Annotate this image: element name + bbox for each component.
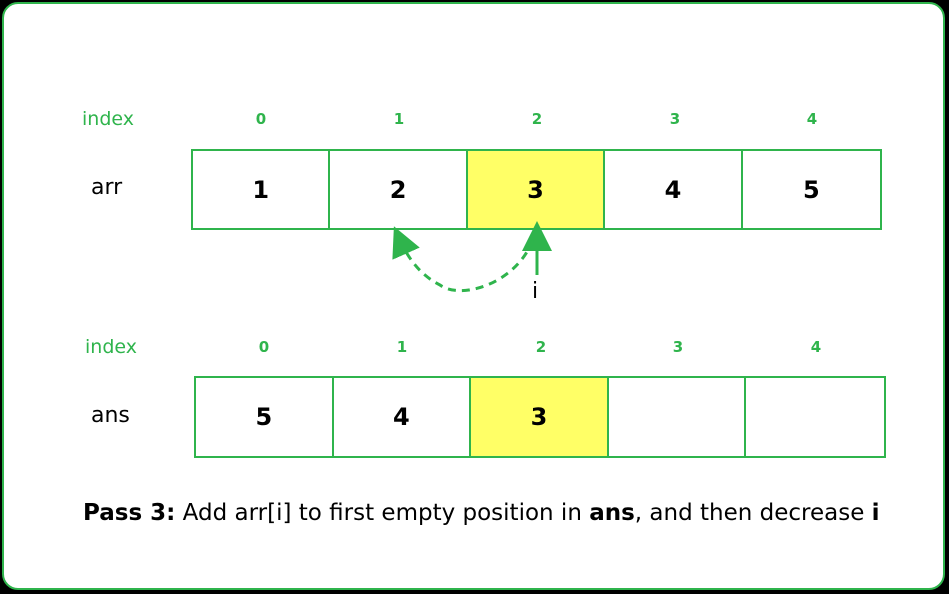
bottom-index-2: 2 <box>535 338 547 356</box>
ans-row: 5 4 3 <box>194 376 886 458</box>
ans-cell-1: 4 <box>334 378 472 456</box>
arr-cell-2: 3 <box>467 151 606 228</box>
ans-cell-4 <box>746 378 884 456</box>
top-index-label: index <box>82 108 134 130</box>
caption-text-1: Add arr[i] to first empty position in <box>175 500 590 526</box>
decrement-arrow <box>392 226 535 293</box>
arr-cell-3: 4 <box>605 151 743 228</box>
arr-cell-0: 1 <box>193 151 331 228</box>
top-index-4: 4 <box>806 110 818 128</box>
ans-cell-2: 3 <box>471 378 609 456</box>
top-index-2: 2 <box>531 110 543 128</box>
bottom-index-0: 0 <box>258 338 270 356</box>
bottom-index-label: index <box>85 336 137 358</box>
bottom-index-3: 3 <box>672 338 684 356</box>
arr-row: 1 2 3 4 5 <box>191 149 882 230</box>
top-index-3: 3 <box>669 110 681 128</box>
top-index-1: 1 <box>393 110 405 128</box>
ans-cell-0: 5 <box>196 378 334 456</box>
top-index-0: 0 <box>255 110 267 128</box>
arr-cell-1: 2 <box>330 151 468 228</box>
bottom-index-1: 1 <box>396 338 408 356</box>
caption: Pass 3: Add arr[i] to first empty positi… <box>83 500 880 526</box>
caption-i: i <box>871 500 880 526</box>
pointer-label: i <box>532 279 539 304</box>
caption-ans: ans <box>589 500 635 526</box>
caption-pass: Pass 3: <box>83 500 176 526</box>
ans-label: ans <box>91 403 130 428</box>
arr-label: arr <box>91 175 123 200</box>
arr-cell-4: 5 <box>802 175 820 204</box>
caption-text-2: , and then decrease <box>634 500 872 526</box>
bottom-index-4: 4 <box>810 338 822 356</box>
ans-cell-3 <box>609 378 747 456</box>
